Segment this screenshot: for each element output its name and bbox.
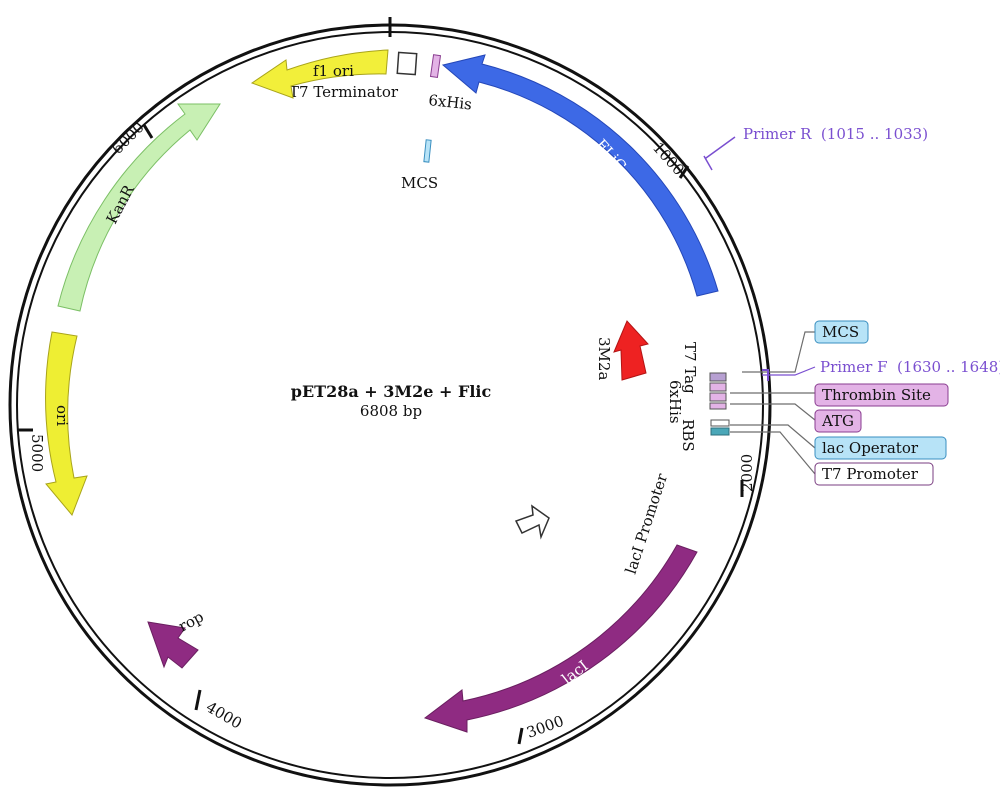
callout-label: T7 Promoter (822, 465, 919, 483)
callout-t7-promoter: T7 Promoter (814, 462, 934, 486)
mcs-top-box (423, 139, 432, 163)
primer-f-label: Primer F (1630 .. 1648) (820, 358, 1000, 376)
atg-box (709, 402, 727, 410)
leader-primer-f (762, 366, 816, 376)
mcs-top-label: MCS (401, 174, 438, 192)
callout-box (814, 436, 947, 460)
callout-thrombin-site: Thrombin Site (814, 383, 949, 407)
callout-label: ATG (821, 412, 854, 430)
ori-arrow (45, 331, 88, 516)
f1-ori-arrow (250, 49, 389, 99)
tick-label-2000: 2000 (738, 454, 756, 492)
callout-mcs: MCS (814, 320, 869, 344)
rbs-label: RBS (679, 419, 697, 452)
leader-mcs (742, 331, 815, 373)
leader-atg (730, 403, 816, 421)
callout-leaders (730, 331, 816, 475)
plasmid-size: 6808 bp (360, 402, 422, 420)
lac-operator-box (710, 427, 730, 436)
t7-tag-box (709, 372, 727, 382)
primer-r-marker (703, 136, 736, 171)
leader-lac-operator (730, 424, 816, 449)
callout-label: lac Operator (822, 439, 919, 457)
leader-t7-promoter (730, 431, 816, 475)
callout-atg: ATG (814, 409, 862, 433)
callout-label: Thrombin Site (822, 386, 931, 404)
his6-top-box (429, 54, 442, 79)
laci-promoter-box (514, 504, 550, 540)
laci-arrow (423, 544, 698, 733)
callout-box (814, 320, 869, 344)
his6-right-box (709, 382, 727, 392)
his6-right-label: 6xHis (666, 380, 684, 424)
t7-terminator-label: T7 Terminator (289, 83, 399, 101)
thrombin-box (709, 392, 727, 402)
primer-r-label: Primer R (1015 .. 1033) (743, 125, 928, 143)
his6-top-label: 6xHis (428, 91, 473, 113)
callout-box (814, 462, 934, 486)
kanr-arrow (57, 103, 221, 312)
t7-terminator-box (396, 51, 418, 76)
rbs-box (710, 419, 730, 427)
m2a-arrow (613, 320, 649, 381)
callout-box (814, 409, 862, 433)
callout-box (814, 383, 949, 407)
tick-1000 (678, 165, 690, 179)
right-feature-cluster (709, 372, 730, 436)
m2a-label: 3M2a (595, 337, 613, 380)
tick-label-5000: 5000 (28, 434, 46, 472)
ori-label: ori (53, 405, 71, 426)
primer-f-marker (762, 369, 769, 381)
plasmid-name: pET28a + 3M2e + Flic (291, 382, 492, 401)
flic-arrow (441, 54, 719, 297)
rop-arrow (147, 621, 199, 669)
callout-label: MCS (822, 323, 859, 341)
tick-6000 (142, 124, 154, 139)
tick-4000 (194, 689, 202, 711)
tick-3000 (517, 727, 524, 745)
t7-tag-label: T7 Tag (681, 342, 699, 394)
tick-label-4000: 4000 (203, 698, 245, 733)
laci-promoter-label: lacI Promoter (622, 471, 672, 577)
callout-lac-operator: lac Operator (814, 436, 947, 460)
f1-ori-label: f1 ori (313, 62, 354, 80)
